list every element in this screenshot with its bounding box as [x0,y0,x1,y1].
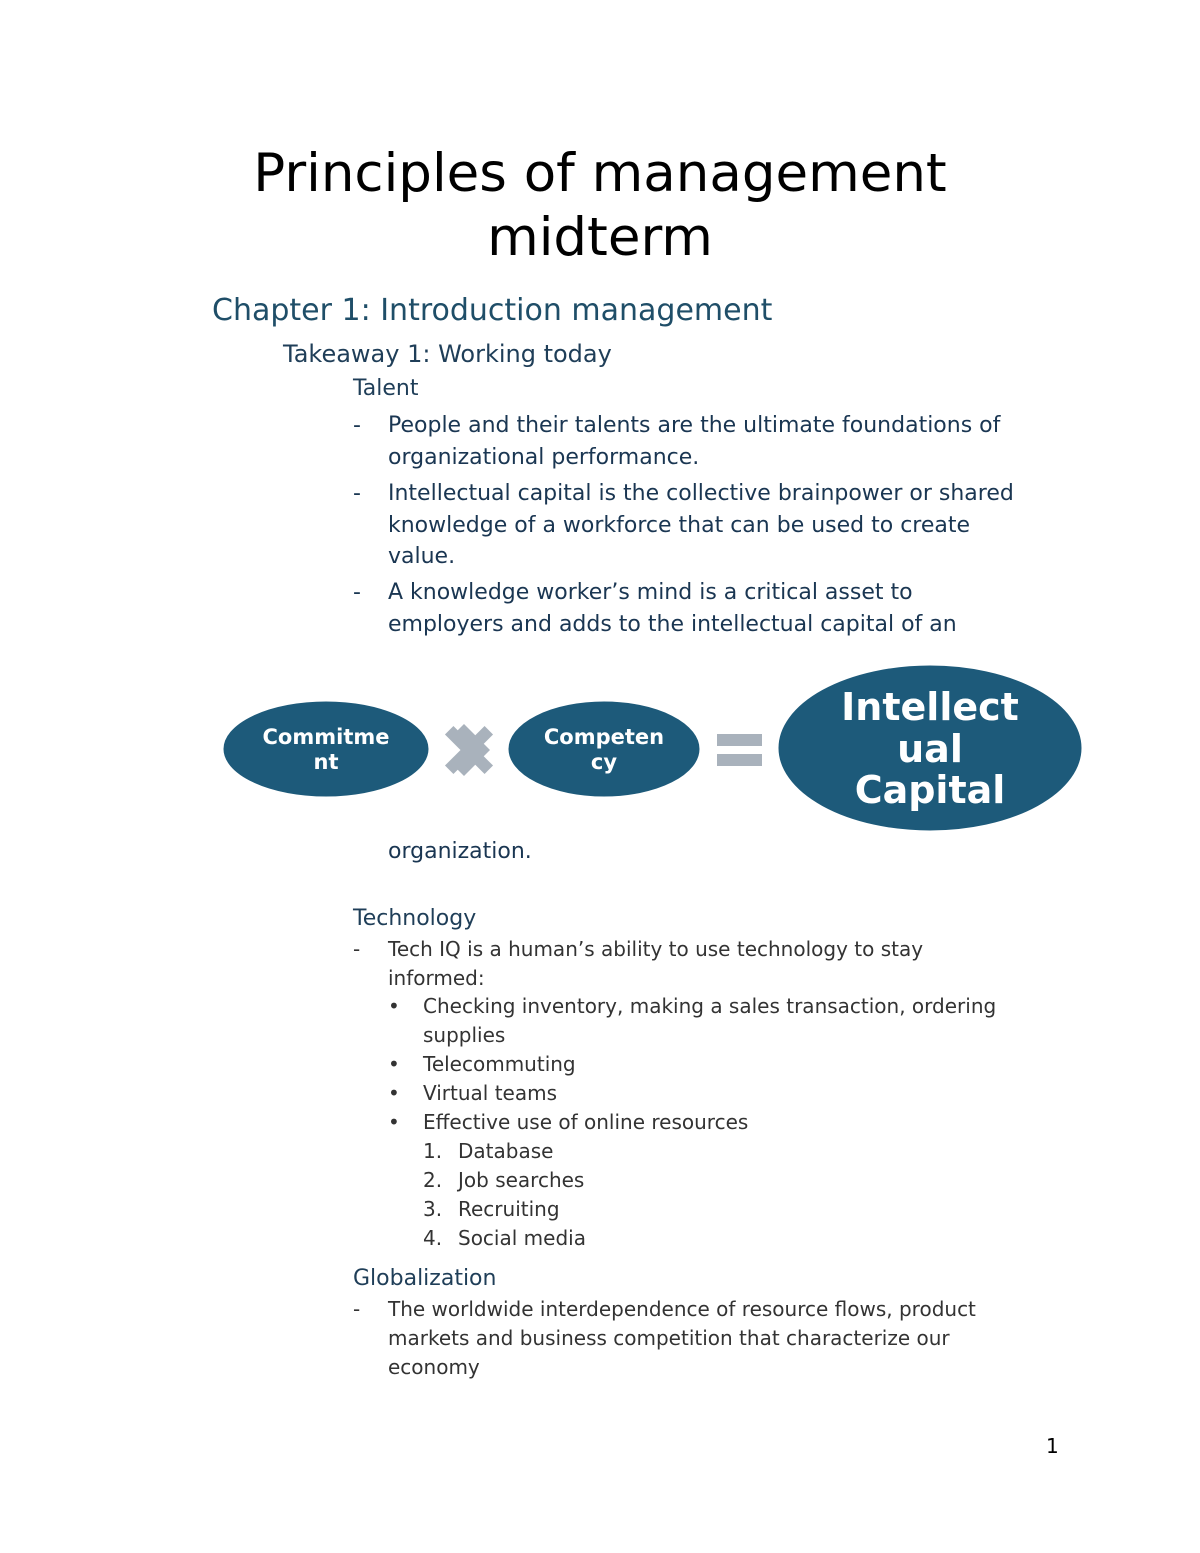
intellectual-capital-diagram: Commitme nt Competen cy Intellect ual Ca… [220,662,1085,834]
number-marker: 4. [423,1226,443,1250]
result-label-line-3: Capital [855,768,1006,812]
online-resources-numbered-list: 1. Database 2. Job searches 3. Recruitin… [423,1137,1023,1253]
list-item: • Effective use of online resources [388,1108,1068,1137]
list-item: - People and their talents are the ultim… [353,410,1073,473]
bullet-marker: • [388,1081,400,1105]
chapter-heading: Chapter 1: Introduction management [212,293,773,328]
globalization-heading: Globalization [353,1266,497,1291]
technology-heading: Technology [353,906,477,931]
talent-item-2-line-3: value. [388,544,456,569]
technology-intro-line-2: informed: [388,966,485,990]
talent-list: - People and their talents are the ultim… [353,410,1073,640]
dash-marker: - [353,580,361,605]
globalization-line-1: The worldwide interdependence of resourc… [388,1297,976,1321]
multiply-icon [444,724,494,776]
talent-item-1-line-1: People and their talents are the ultimat… [388,413,1001,438]
competency-oval [505,698,703,800]
bullet-marker: • [388,1110,400,1134]
competency-label-line-2: cy [591,750,617,774]
bullet-1-line-1: Checking inventory, making a sales trans… [423,994,997,1018]
document-title-line-1: Principles of management [253,143,947,204]
commitment-oval [220,698,432,800]
list-item: • Checking inventory, making a sales tra… [388,992,1068,1050]
numbered-item-text: Database [458,1139,554,1163]
numbered-item-text: Social media [458,1226,586,1250]
intellectual-capital-oval [775,662,1085,834]
page-number: 1 [1046,1434,1059,1458]
list-item: 4. Social media [423,1224,1023,1253]
talent-item-2-line-1: Intellectual capital is the collective b… [388,481,1014,506]
result-label-line-1: Intellect [841,685,1019,729]
numbered-item-text: Recruiting [458,1197,560,1221]
competency-label-line-1: Competen [544,725,664,749]
talent-item-2-line-2: knowledge of a workforce that can be use… [388,512,971,538]
list-item: 2. Job searches [423,1166,1023,1195]
equals-icon [717,734,762,766]
globalization-line-2: markets and business competition that ch… [388,1326,950,1350]
number-marker: 2. [423,1168,443,1192]
talent-item-1-line-2: organizational performance. [388,444,700,470]
globalization-line-3: economy [388,1355,480,1379]
dash-marker: - [353,481,361,506]
dash-marker: - [353,937,361,961]
document-title-line-2: midterm [487,207,713,268]
number-marker: 1. [423,1139,443,1163]
list-item: • Virtual teams [388,1079,1068,1108]
result-label-line-2: ual [897,727,963,771]
number-marker: 3. [423,1197,443,1221]
list-item: 3. Recruiting [423,1195,1023,1224]
commitment-label-line-1: Commitme [263,725,390,749]
talent-heading: Talent [353,376,419,401]
numbered-item-text: Job searches [458,1168,585,1192]
dash-marker: - [353,1297,361,1321]
bullet-4: Effective use of online resources [423,1110,749,1134]
bullet-3: Virtual teams [423,1081,558,1105]
commitment-label-line-2: nt [314,750,339,774]
technology-intro-line-1: Tech IQ is a human’s ability to use tech… [388,937,924,961]
list-item: • Telecommuting [388,1050,1068,1079]
bullet-marker: • [388,994,400,1018]
list-item: 1. Database [423,1137,1023,1166]
dash-marker: - [353,413,361,438]
list-item: - Intellectual capital is the collective… [353,478,1073,572]
takeaway-heading: Takeaway 1: Working today [283,340,612,368]
talent-item-3-line-1: A knowledge worker’s mind is a critical … [388,580,913,605]
bullet-marker: • [388,1052,400,1076]
bullet-2: Telecommuting [423,1052,576,1076]
bullet-1-line-2: supplies [423,1023,506,1047]
technology-bullets: • Checking inventory, making a sales tra… [388,992,1068,1137]
list-item: - A knowledge worker’s mind is a critica… [353,577,1073,640]
talent-item-3-continuation: organization. [388,839,532,864]
talent-item-3-line-2: employers and adds to the intellectual c… [388,611,957,637]
